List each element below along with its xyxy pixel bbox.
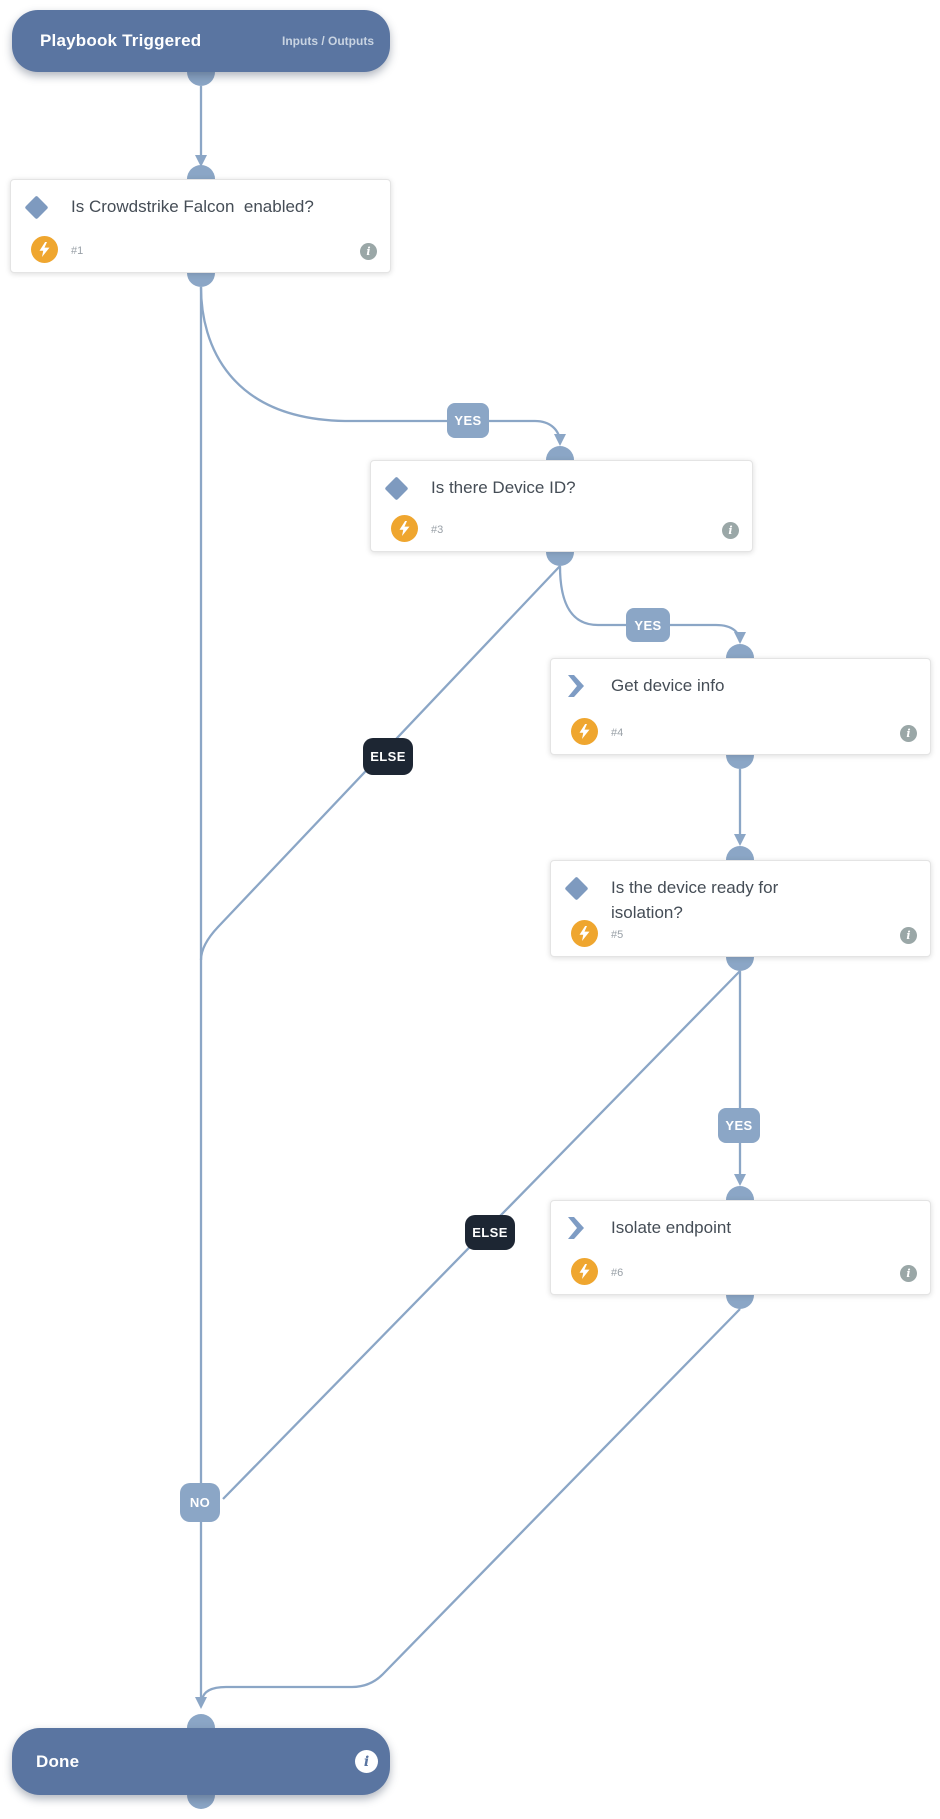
done-title: Done <box>36 1751 80 1771</box>
task-node-4[interactable]: Get device info #4 i <box>550 658 931 755</box>
arrowhead <box>195 155 207 167</box>
edge-label-yes-2: YES <box>626 608 670 642</box>
automation-task-icon <box>563 1215 589 1241</box>
lightning-icon <box>31 236 58 263</box>
condition-icon <box>563 875 589 901</box>
lightning-icon <box>571 1258 598 1285</box>
task-number: #3 <box>431 524 444 536</box>
inputs-outputs-link[interactable]: Inputs / Outputs <box>282 34 374 48</box>
edge-label-yes-3: YES <box>718 1108 760 1143</box>
info-icon[interactable]: i <box>360 243 377 260</box>
task-title: Is Crowdstrike Falcon enabled? <box>71 197 314 216</box>
task-number: #6 <box>611 1267 624 1279</box>
task-node-5[interactable]: Is the device ready for isolation? #5 i <box>550 860 931 957</box>
edge-label-no: NO <box>180 1483 220 1522</box>
arrowhead <box>554 434 566 446</box>
edge-label-yes-1: YES <box>447 403 489 438</box>
automation-task-icon <box>563 673 589 699</box>
task-title: Is there Device ID? <box>431 478 576 497</box>
trigger-node[interactable]: Playbook Triggered Inputs / Outputs <box>12 10 390 72</box>
info-icon[interactable]: i <box>900 1265 917 1282</box>
arrowhead <box>734 632 746 644</box>
task-title: Get device info <box>611 676 725 695</box>
task-node-3[interactable]: Is there Device ID? #3 i <box>370 460 753 552</box>
lightning-icon <box>571 718 598 745</box>
task-title: Isolate endpoint <box>611 1218 732 1237</box>
info-icon[interactable]: i <box>900 927 917 944</box>
info-icon[interactable]: i <box>355 1750 378 1773</box>
edge-task6-to-done <box>200 1308 741 1701</box>
condition-icon <box>23 194 49 220</box>
edge-label-else-1: ELSE <box>363 738 413 775</box>
edge-task1-yes-to-task3 <box>199 286 562 444</box>
done-node[interactable]: Done i <box>12 1728 390 1795</box>
task-number: #5 <box>611 929 624 941</box>
task-node-6[interactable]: Isolate endpoint #6 i <box>550 1200 931 1295</box>
lightning-icon <box>391 515 418 542</box>
task-title: Is the device ready for isolation? <box>611 878 779 922</box>
condition-icon <box>383 475 409 501</box>
task-number: #4 <box>611 727 624 739</box>
task-number: #1 <box>71 245 84 257</box>
arrowhead <box>734 834 746 846</box>
info-icon[interactable]: i <box>900 725 917 742</box>
task-node-1[interactable]: Is Crowdstrike Falcon enabled? #1 i <box>10 179 391 273</box>
arrowhead <box>195 1697 207 1709</box>
trigger-title: Playbook Triggered <box>40 31 202 50</box>
lightning-icon <box>571 920 598 947</box>
edge-label-else-2: ELSE <box>465 1215 515 1250</box>
info-icon[interactable]: i <box>722 522 739 539</box>
arrowhead <box>734 1174 746 1186</box>
